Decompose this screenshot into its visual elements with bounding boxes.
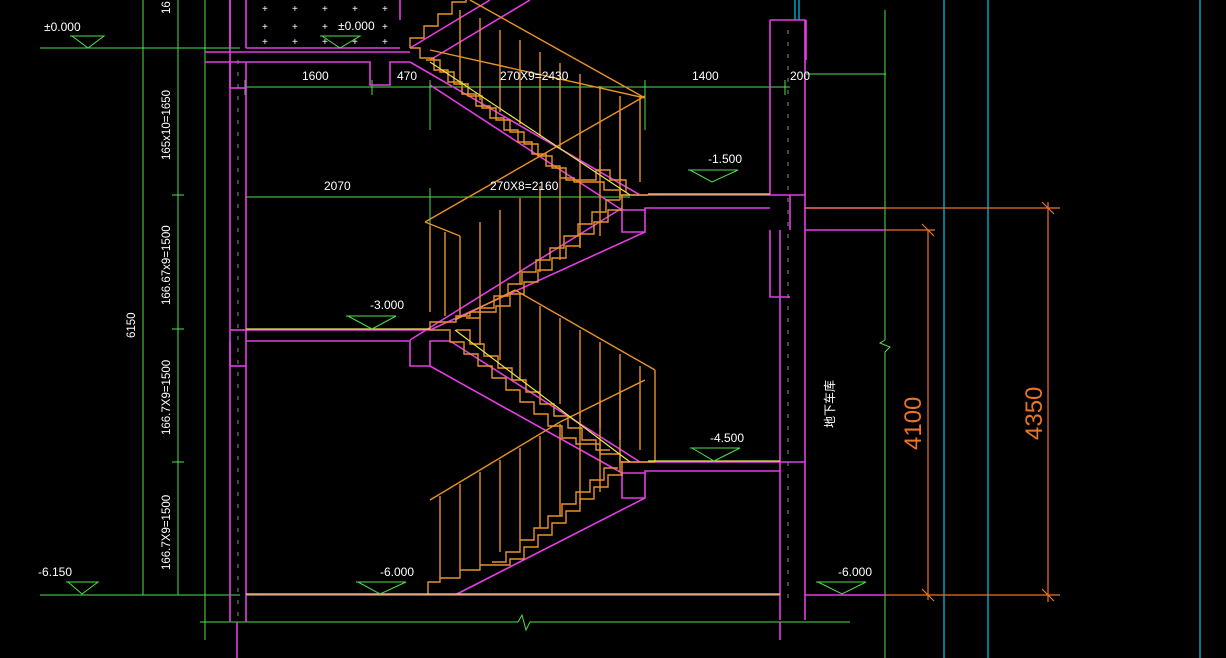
dim-4350: 4350 [1021,387,1048,440]
dim-4100: 4100 [900,397,927,450]
svg-text:+: + [322,37,328,48]
svg-text:+: + [322,22,328,33]
dim-1400: 1400 [692,69,719,83]
svg-text:+: + [262,37,268,48]
elev-0000-left: ±0.000 [44,20,81,34]
elev-4500: -4.500 [710,431,744,445]
structure-walls [205,0,885,658]
elevation-labels: ±0.000 ±0.000 -1.500 -3.000 -4.500 -6.15… [38,19,872,579]
svg-text:+: + [382,22,388,33]
horizontal-dimension-labels: 1600 470 270X9=2430 1400 200 2070 270X8=… [302,69,810,193]
dim-1600: 1600 [302,69,329,83]
svg-text:+: + [322,4,328,15]
overall-dimension-labels: 4100 4350 [900,387,1048,450]
svg-text:+: + [382,4,388,15]
svg-text:+: + [352,37,358,48]
elev-0000-right: ±0.000 [338,19,375,33]
svg-text:+: + [352,4,358,15]
svg-text:+: + [292,4,298,15]
dim-470: 470 [397,69,417,83]
floor-finish-lines [246,61,780,595]
elev-6000-right: -6.000 [838,565,872,579]
vdim-1500-b: 166.7X9=1500 [161,360,173,435]
elev-6150: -6.150 [38,565,72,579]
dim-200: 200 [790,69,810,83]
vertical-dimension-labels: 16 165x10=1650 166.67x9=1500 166.7X9=150… [126,1,173,570]
svg-text:+: + [292,37,298,48]
dim-2070: 2070 [324,179,351,193]
dim-2430: 270X9=2430 [500,69,569,83]
dim-2160: 270X8=2160 [490,179,559,193]
elevation-markers [66,35,867,595]
garage-label: 地下车库 [822,380,837,428]
svg-text:+: + [292,22,298,33]
elev-3000: -3.000 [370,298,404,312]
svg-text:+: + [262,4,268,15]
dimension-lines [40,0,891,658]
axis-lines [794,0,1201,658]
svg-text:+: + [382,37,388,48]
elev-1500: -1.500 [708,152,742,166]
vdim-6150: 6150 [126,312,138,338]
vdim-1650: 165x10=1650 [161,90,173,160]
vdim-1500-c: 166.7X9=1500 [161,495,173,570]
elev-6000-left: -6.000 [380,565,414,579]
hidden-lines [237,30,789,622]
vdim-top: 16 [161,1,173,14]
overall-dimensions [805,201,1060,602]
vdim-1500-a: 166.67x9=1500 [161,225,173,305]
stair-flights [409,0,656,595]
hatched-slab: + + + + + + + + + + + + + + [262,4,388,48]
svg-text:+: + [262,22,268,33]
